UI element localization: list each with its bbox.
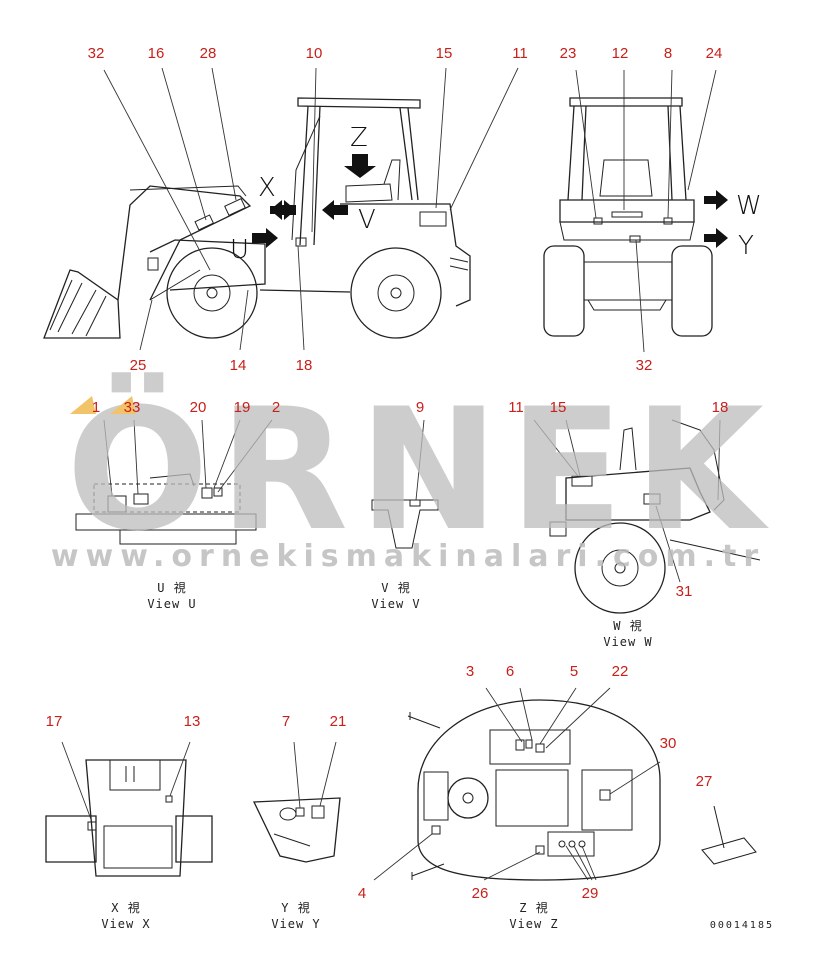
watermark-text: ÖRNEK xyxy=(66,372,774,568)
callout-6: 6 xyxy=(506,663,514,680)
callout-13: 13 xyxy=(184,713,201,730)
view-letter-v: V xyxy=(358,205,376,235)
decal-27-drawing xyxy=(701,805,757,865)
view-x-drawing xyxy=(45,741,213,877)
watermark-url: www.ornekismakinalari.com.tr xyxy=(51,539,765,574)
accent-mark xyxy=(110,396,136,414)
callout-18: 18 xyxy=(296,357,313,374)
view-letter-z: Z xyxy=(350,123,368,153)
callout-18-w: 18 xyxy=(712,399,729,416)
callout-32: 32 xyxy=(88,45,105,62)
callouts: 32 16 28 10 15 11 23 12 8 24 25 14 18 32… xyxy=(46,45,729,902)
callout-11-w: 11 xyxy=(508,399,524,416)
callout-30: 30 xyxy=(660,735,677,752)
view-letter-x: X xyxy=(258,173,276,203)
view-z-jp: Z 視 xyxy=(519,900,548,915)
callout-24: 24 xyxy=(706,45,723,62)
callout-19: 19 xyxy=(234,399,251,416)
callout-4: 4 xyxy=(358,885,366,902)
callout-20: 20 xyxy=(190,399,207,416)
view-v-jp: V 視 xyxy=(381,580,410,595)
accent-mark xyxy=(70,396,96,414)
callout-21: 21 xyxy=(330,713,347,730)
view-x-en: View X xyxy=(101,917,150,931)
view-w-jp: W 視 xyxy=(613,618,642,633)
view-v-en: View V xyxy=(371,597,420,611)
callout-5: 5 xyxy=(570,663,578,680)
callout-26: 26 xyxy=(472,885,489,902)
view-z-drawing xyxy=(373,687,661,881)
figure-code: 00014185 xyxy=(710,920,774,931)
callout-15-w: 15 xyxy=(550,399,567,416)
callout-7: 7 xyxy=(282,713,290,730)
callout-2: 2 xyxy=(272,399,280,416)
view-u-en: View U xyxy=(147,597,196,611)
callout-32-rear: 32 xyxy=(636,357,653,374)
view-y-drawing xyxy=(252,741,341,863)
view-letter-u: U xyxy=(230,235,249,265)
callout-23: 23 xyxy=(560,45,577,62)
callout-29: 29 xyxy=(582,885,599,902)
loader-side-view: X U Z V xyxy=(43,67,519,351)
callout-16: 16 xyxy=(148,45,165,62)
view-labels: U 視 View U V 視 View V W 視 View W X 視 Vie… xyxy=(101,580,774,931)
view-v-drawing xyxy=(371,419,439,549)
callout-15: 15 xyxy=(436,45,453,62)
callout-8: 8 xyxy=(664,45,672,62)
callout-33: 33 xyxy=(124,399,141,416)
callout-1: 1 xyxy=(92,399,100,416)
view-letter-y: Y xyxy=(738,231,754,261)
view-w-en: View W xyxy=(603,635,652,649)
callout-14: 14 xyxy=(230,357,247,374)
callout-27: 27 xyxy=(696,773,713,790)
loader-rear-view: W Y xyxy=(543,69,762,353)
callout-25: 25 xyxy=(130,357,147,374)
view-u-drawing xyxy=(75,419,273,545)
callout-22: 22 xyxy=(612,663,629,680)
view-w-drawing xyxy=(533,419,761,614)
view-z-en: View Z xyxy=(509,917,558,931)
callout-12: 12 xyxy=(612,45,629,62)
callout-28: 28 xyxy=(200,45,217,62)
callout-17: 17 xyxy=(46,713,63,730)
view-x-jp: X 視 xyxy=(111,900,140,915)
callout-11: 11 xyxy=(512,45,528,62)
view-letter-w: W xyxy=(736,191,762,221)
callout-10: 10 xyxy=(306,45,323,62)
callout-31: 31 xyxy=(676,583,693,600)
callout-3: 3 xyxy=(466,663,474,680)
callout-9: 9 xyxy=(416,399,424,416)
view-u-jp: U 視 xyxy=(157,580,186,595)
view-y-jp: Y 視 xyxy=(281,900,310,915)
view-y-en: View Y xyxy=(271,917,320,931)
watermark: ÖRNEK www.ornekismakinalari.com.tr xyxy=(51,372,774,574)
